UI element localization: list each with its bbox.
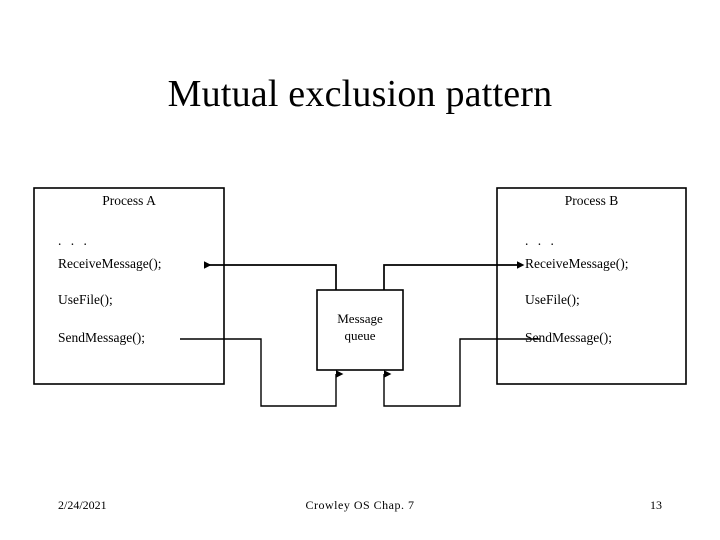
message-queue-label-line1: Message [337, 311, 383, 326]
process-b-box [496, 187, 687, 385]
process-b-line-ellipsis: . . . [525, 233, 557, 248]
queue-to-process-b-receive-arrow [383, 261, 525, 290]
process-a-send-to-queue-arrow [180, 338, 344, 407]
process-b-line-use-file: UseFile(); [525, 292, 580, 307]
slide-footer: 2/24/2021 Crowley OS Chap. 7 13 [0, 496, 720, 516]
process-b-line-send-message: SendMessage(); [525, 330, 612, 345]
footer-date: 2/24/2021 [58, 498, 107, 512]
page-title: Mutual exclusion pattern [167, 73, 553, 115]
message-queue-box [316, 289, 404, 371]
footer-page-number: 13 [650, 498, 662, 512]
process-a-line-receive-message: ReceiveMessage(); [58, 256, 162, 271]
process-a-title: Process A [102, 193, 156, 208]
process-a-line-use-file: UseFile(); [58, 292, 113, 307]
process-b-send-to-queue-arrow [383, 338, 540, 407]
queue-to-process-a-receive-arrow [204, 261, 337, 290]
process-b-line-receive-message: ReceiveMessage(); [525, 256, 629, 271]
process-a-line-ellipsis: . . . [58, 233, 90, 248]
process-b-title: Process B [564, 193, 619, 208]
process-a-box [33, 187, 225, 385]
message-queue-label-line2: queue [344, 328, 376, 343]
footer-center-text: Crowley OS Chap. 7 [305, 498, 415, 512]
process-a-line-send-message: SendMessage(); [58, 330, 145, 345]
